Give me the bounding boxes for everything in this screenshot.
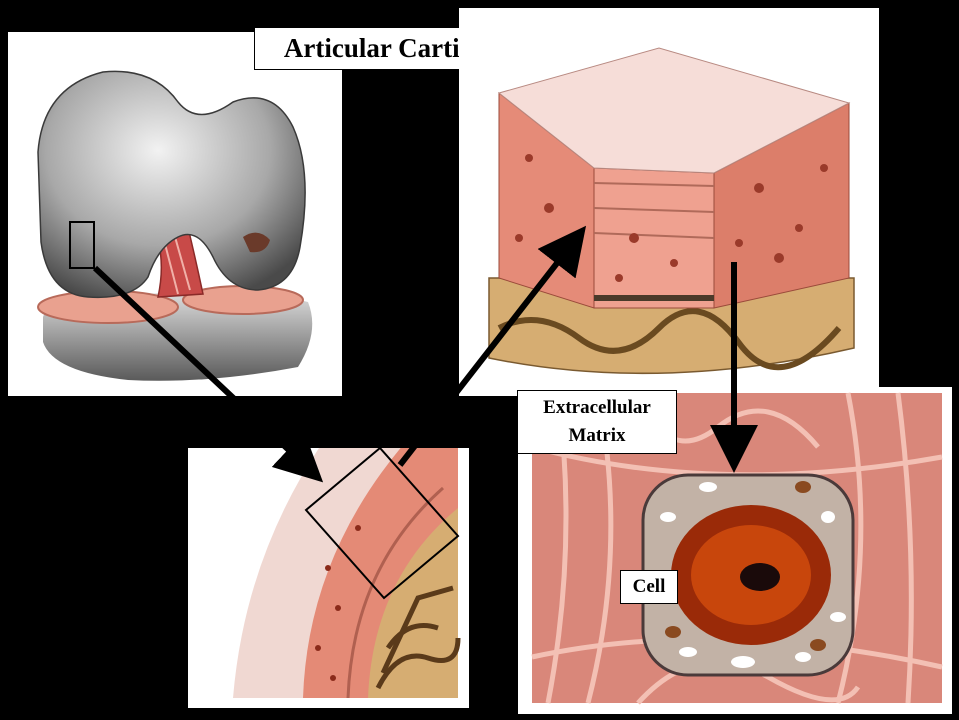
- arrow-bone-to-block: [400, 240, 575, 465]
- arrow-knee-to-bone: [95, 268, 310, 470]
